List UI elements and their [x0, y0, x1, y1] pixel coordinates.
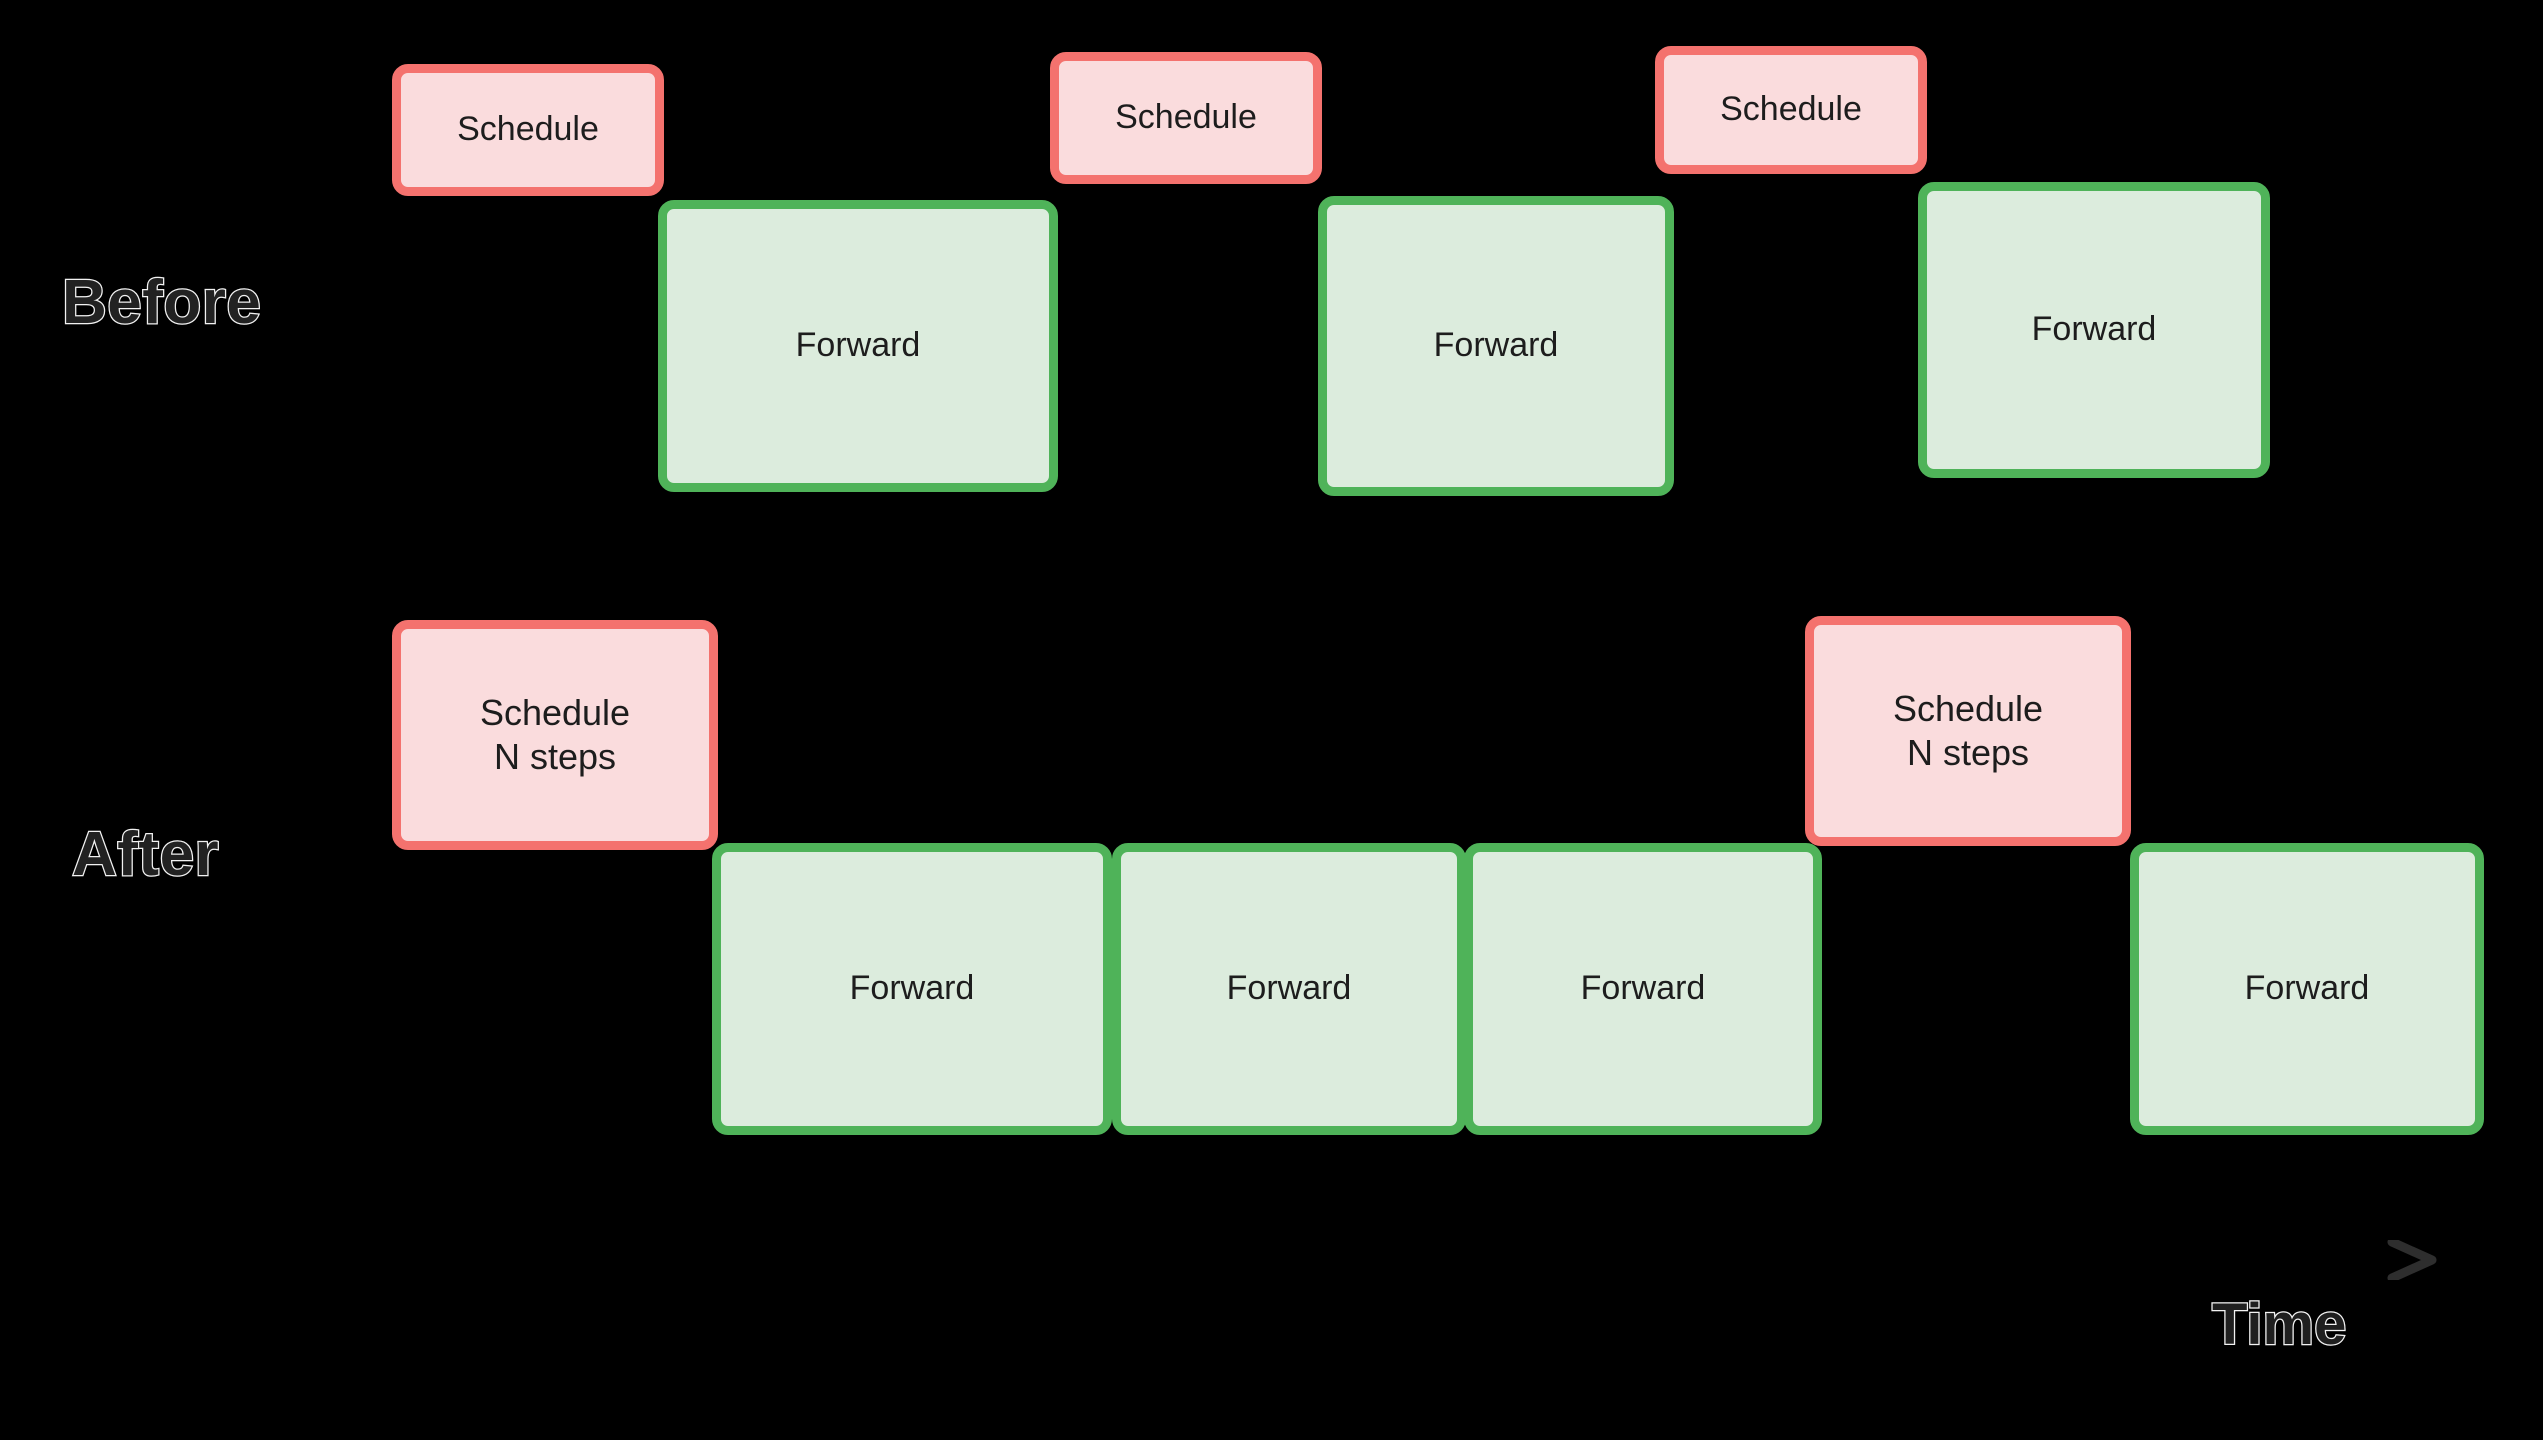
after-forward-block-1: Forward [712, 843, 1112, 1135]
axis-arrowhead-icon [2387, 1240, 2437, 1280]
after-schedule-block-1: Schedule N steps [392, 620, 718, 850]
after-forward-block-3: Forward [1464, 843, 1822, 1135]
before-schedule-block-3: Schedule [1655, 46, 1927, 174]
before-forward-block-2: Forward [1318, 196, 1674, 496]
row-label-after: After [71, 820, 220, 889]
time-axis-label: Time [2211, 1292, 2348, 1357]
before-forward-block-1: Forward [658, 200, 1058, 492]
after-schedule-block-2: Schedule N steps [1805, 616, 2131, 846]
time-axis-arrow [370, 1240, 2437, 1280]
row-label-before: Before [61, 268, 262, 337]
after-forward-block-4: Forward [2130, 843, 2484, 1135]
after-forward-block-2: Forward [1112, 843, 1466, 1135]
before-schedule-block-1: Schedule [392, 64, 664, 196]
before-forward-block-3: Forward [1918, 182, 2270, 478]
before-schedule-block-2: Schedule [1050, 52, 1322, 184]
